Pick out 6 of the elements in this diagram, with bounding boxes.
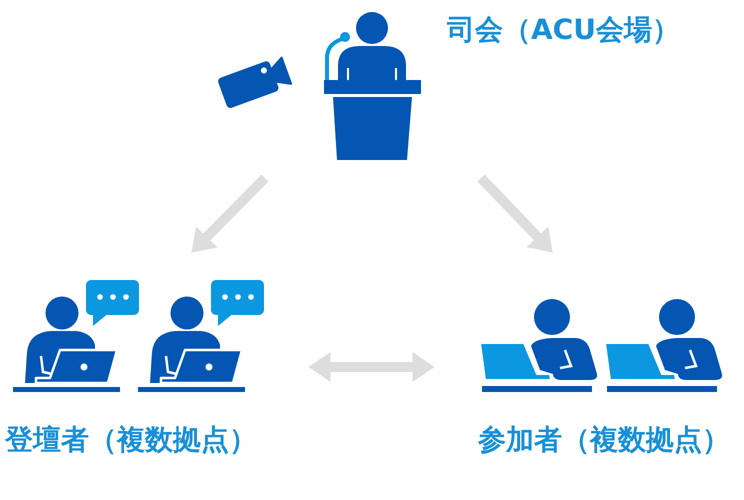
arrow xyxy=(191,174,269,253)
arrow xyxy=(308,352,434,382)
group-label: 司会（ACU会場） xyxy=(447,13,680,47)
group-label: 参加者（複数拠点） xyxy=(478,423,730,457)
arrow xyxy=(477,174,553,253)
group-label: 登壇者（複数拠点） xyxy=(5,423,257,457)
